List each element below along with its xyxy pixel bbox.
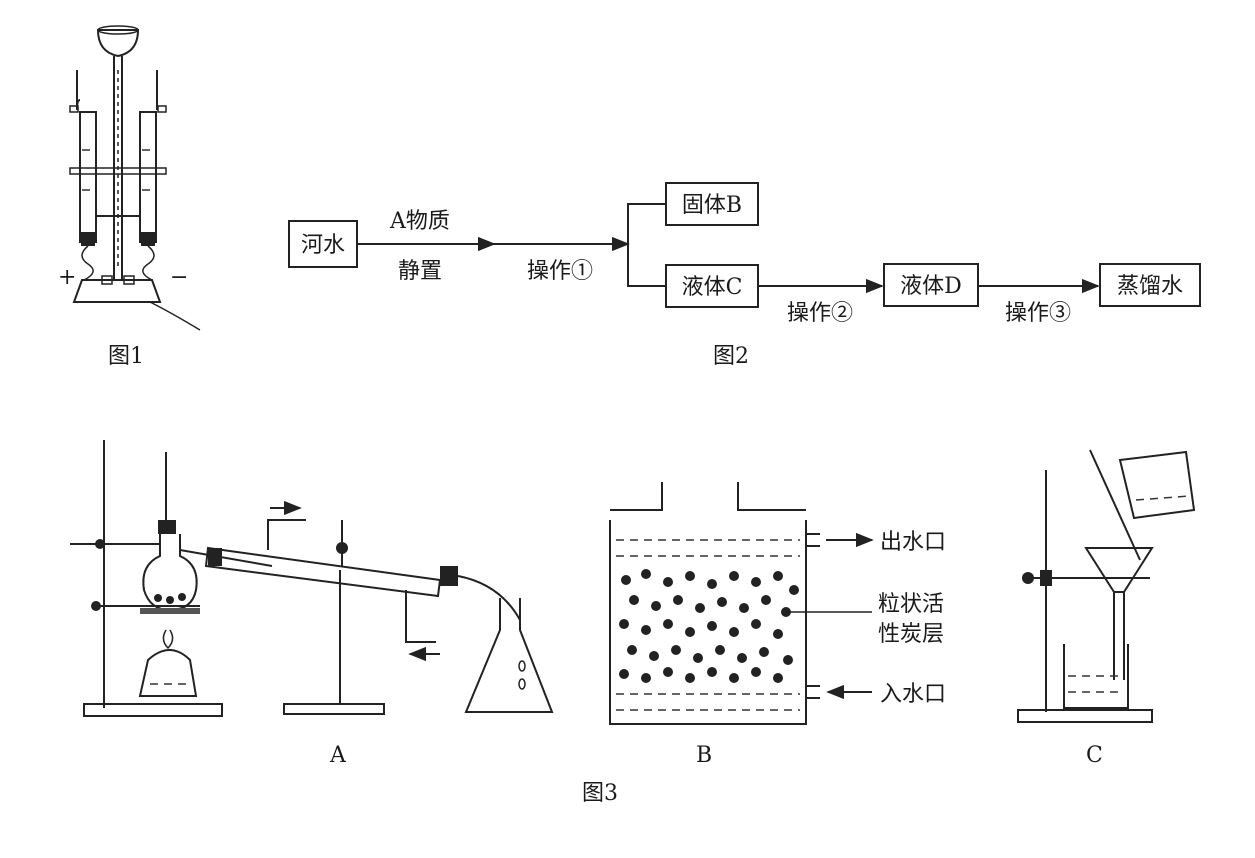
settle-label: 静置: [398, 259, 442, 284]
panel-c-label: C: [1086, 743, 1103, 768]
op3-label: 操作③: [1005, 301, 1071, 326]
panel-a-label: A: [329, 743, 347, 768]
water-outlet-label: 出水口: [880, 530, 946, 555]
node-liquid-d: [883, 263, 979, 307]
node-liquid-c-label: 液体C: [682, 275, 743, 300]
electrolysis-apparatus: [69, 25, 201, 331]
positive-sign: +: [58, 265, 76, 290]
carbon-layer-label-1: 粒状活: [878, 592, 944, 617]
fig2-caption: 图2: [713, 344, 749, 369]
fig3-caption: 图3: [582, 781, 618, 806]
fig1-caption: 图1: [108, 344, 144, 369]
op2-label: 操作②: [787, 301, 853, 326]
filtration-apparatus: [1017, 449, 1196, 723]
node-solid-b-label: 固体B: [682, 193, 742, 218]
water-treatment-flowchart: 河水 A物质 静置 操作① 固体B 液体C 操作② 液体D 操作③ 蒸馏水: [288, 182, 1201, 326]
node-liquid-d-label: 液体D: [900, 274, 962, 299]
node-solid-b: [665, 182, 759, 226]
node-distilled-water: [1099, 263, 1201, 307]
node-river-water: [288, 220, 358, 268]
node-river-water-label: 河水: [301, 233, 345, 258]
water-inlet-label: 入水口: [880, 682, 946, 707]
carbon-layer-label-2: 性炭层: [878, 622, 944, 647]
branch-up: [627, 203, 666, 244]
reagent-a-label: A物质: [389, 209, 450, 234]
node-liquid-c: [665, 264, 759, 308]
node-distilled-water-label: 蒸馏水: [1117, 274, 1183, 299]
panel-b-label: B: [696, 743, 712, 768]
op1-label: 操作①: [527, 259, 593, 284]
branch-down: [627, 244, 666, 287]
carbon-filter-apparatus: [609, 482, 874, 725]
distillation-apparatus: [70, 440, 554, 717]
carbon-granules: [619, 569, 799, 683]
negative-sign: −: [170, 265, 188, 290]
